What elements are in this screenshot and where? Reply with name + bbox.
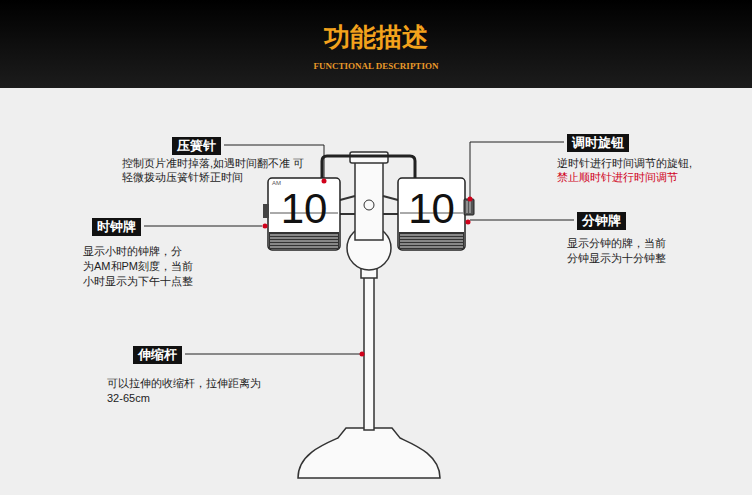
page-title: 功能描述: [0, 20, 752, 54]
label-tag: 调时旋钮: [567, 134, 629, 152]
drawing-stroke: [400, 241, 463, 242]
drawing-stroke: [400, 247, 463, 248]
drawing-stroke: [270, 235, 338, 236]
leader-line: [470, 220, 574, 221]
drawing-stroke: [467, 201, 468, 213]
description: 显示小时的钟牌，分 为AM和PM刻度，当前 小时显示为下午十点整: [83, 244, 196, 289]
telescopic-rod: [364, 276, 374, 430]
label-tag: 时钟牌: [92, 218, 141, 236]
drawing-stroke: [270, 238, 338, 239]
drawing-stroke: [470, 201, 471, 213]
pointer-dot: [322, 179, 327, 184]
drawing-stroke: [400, 238, 463, 239]
description: 显示分钟的牌，当前 分钟显示为十分钟整: [567, 236, 671, 266]
card-frame: [268, 178, 340, 250]
pointer-dots: [263, 179, 473, 357]
hour-card: [263, 178, 340, 250]
time-knob: [464, 199, 474, 215]
description: 控制页片准时掉落,如遇时间翻不准 可轻微拨动压簧针矫正时间: [122, 156, 308, 184]
card-stack-lines: [270, 235, 338, 247]
card-frame: [398, 178, 465, 250]
hour-digits: 10: [268, 186, 340, 232]
minute-card: [398, 178, 474, 250]
label-tag: 伸缩杆: [133, 346, 182, 364]
drawing-stroke: [400, 235, 463, 236]
spring-pin-bar: [322, 156, 415, 178]
leader-line: [144, 226, 262, 227]
knob-ridges: [467, 201, 470, 213]
subtitle: FUNCTIONAL DESCRIPTION: [0, 60, 752, 72]
card-stack: [399, 232, 464, 249]
drawing-stroke: [400, 244, 463, 245]
tag-text: 压簧针: [177, 138, 216, 154]
leader-line: [470, 142, 564, 197]
label-tag: 分钟牌: [577, 212, 626, 230]
drawing-stroke: [270, 244, 338, 245]
stand-base: [298, 428, 440, 478]
pivot: [364, 200, 374, 210]
drawing-stroke: [270, 247, 338, 248]
am-mark: AM: [272, 180, 292, 187]
pointer-dot: [468, 197, 473, 202]
card-clip: [263, 204, 269, 218]
minute-digits: 10: [398, 186, 465, 232]
pointer-dot: [466, 220, 471, 225]
tag-text: 伸缩杆: [138, 347, 177, 363]
tag-text: 时钟牌: [97, 219, 136, 235]
leader-line: [185, 354, 360, 355]
description: 逆时针进行时间调节的旋钮,: [557, 156, 727, 170]
tag-text: 分钟牌: [582, 213, 621, 229]
drawing-stroke: [270, 241, 338, 242]
card-stack: [269, 232, 339, 249]
pointer-dot: [263, 224, 268, 229]
hinge: [340, 196, 398, 214]
tag-text: 调时旋钮: [572, 135, 624, 151]
warning-note: 禁止顺时针进行时间调节: [557, 170, 727, 184]
card-stack-lines: [400, 235, 463, 247]
description: 可以拉伸的收缩杆，拉伸距离为 32-65cm: [107, 376, 269, 406]
center-column: [355, 162, 383, 240]
pointer-dot: [360, 352, 365, 357]
label-tag: 压簧针: [172, 137, 221, 155]
